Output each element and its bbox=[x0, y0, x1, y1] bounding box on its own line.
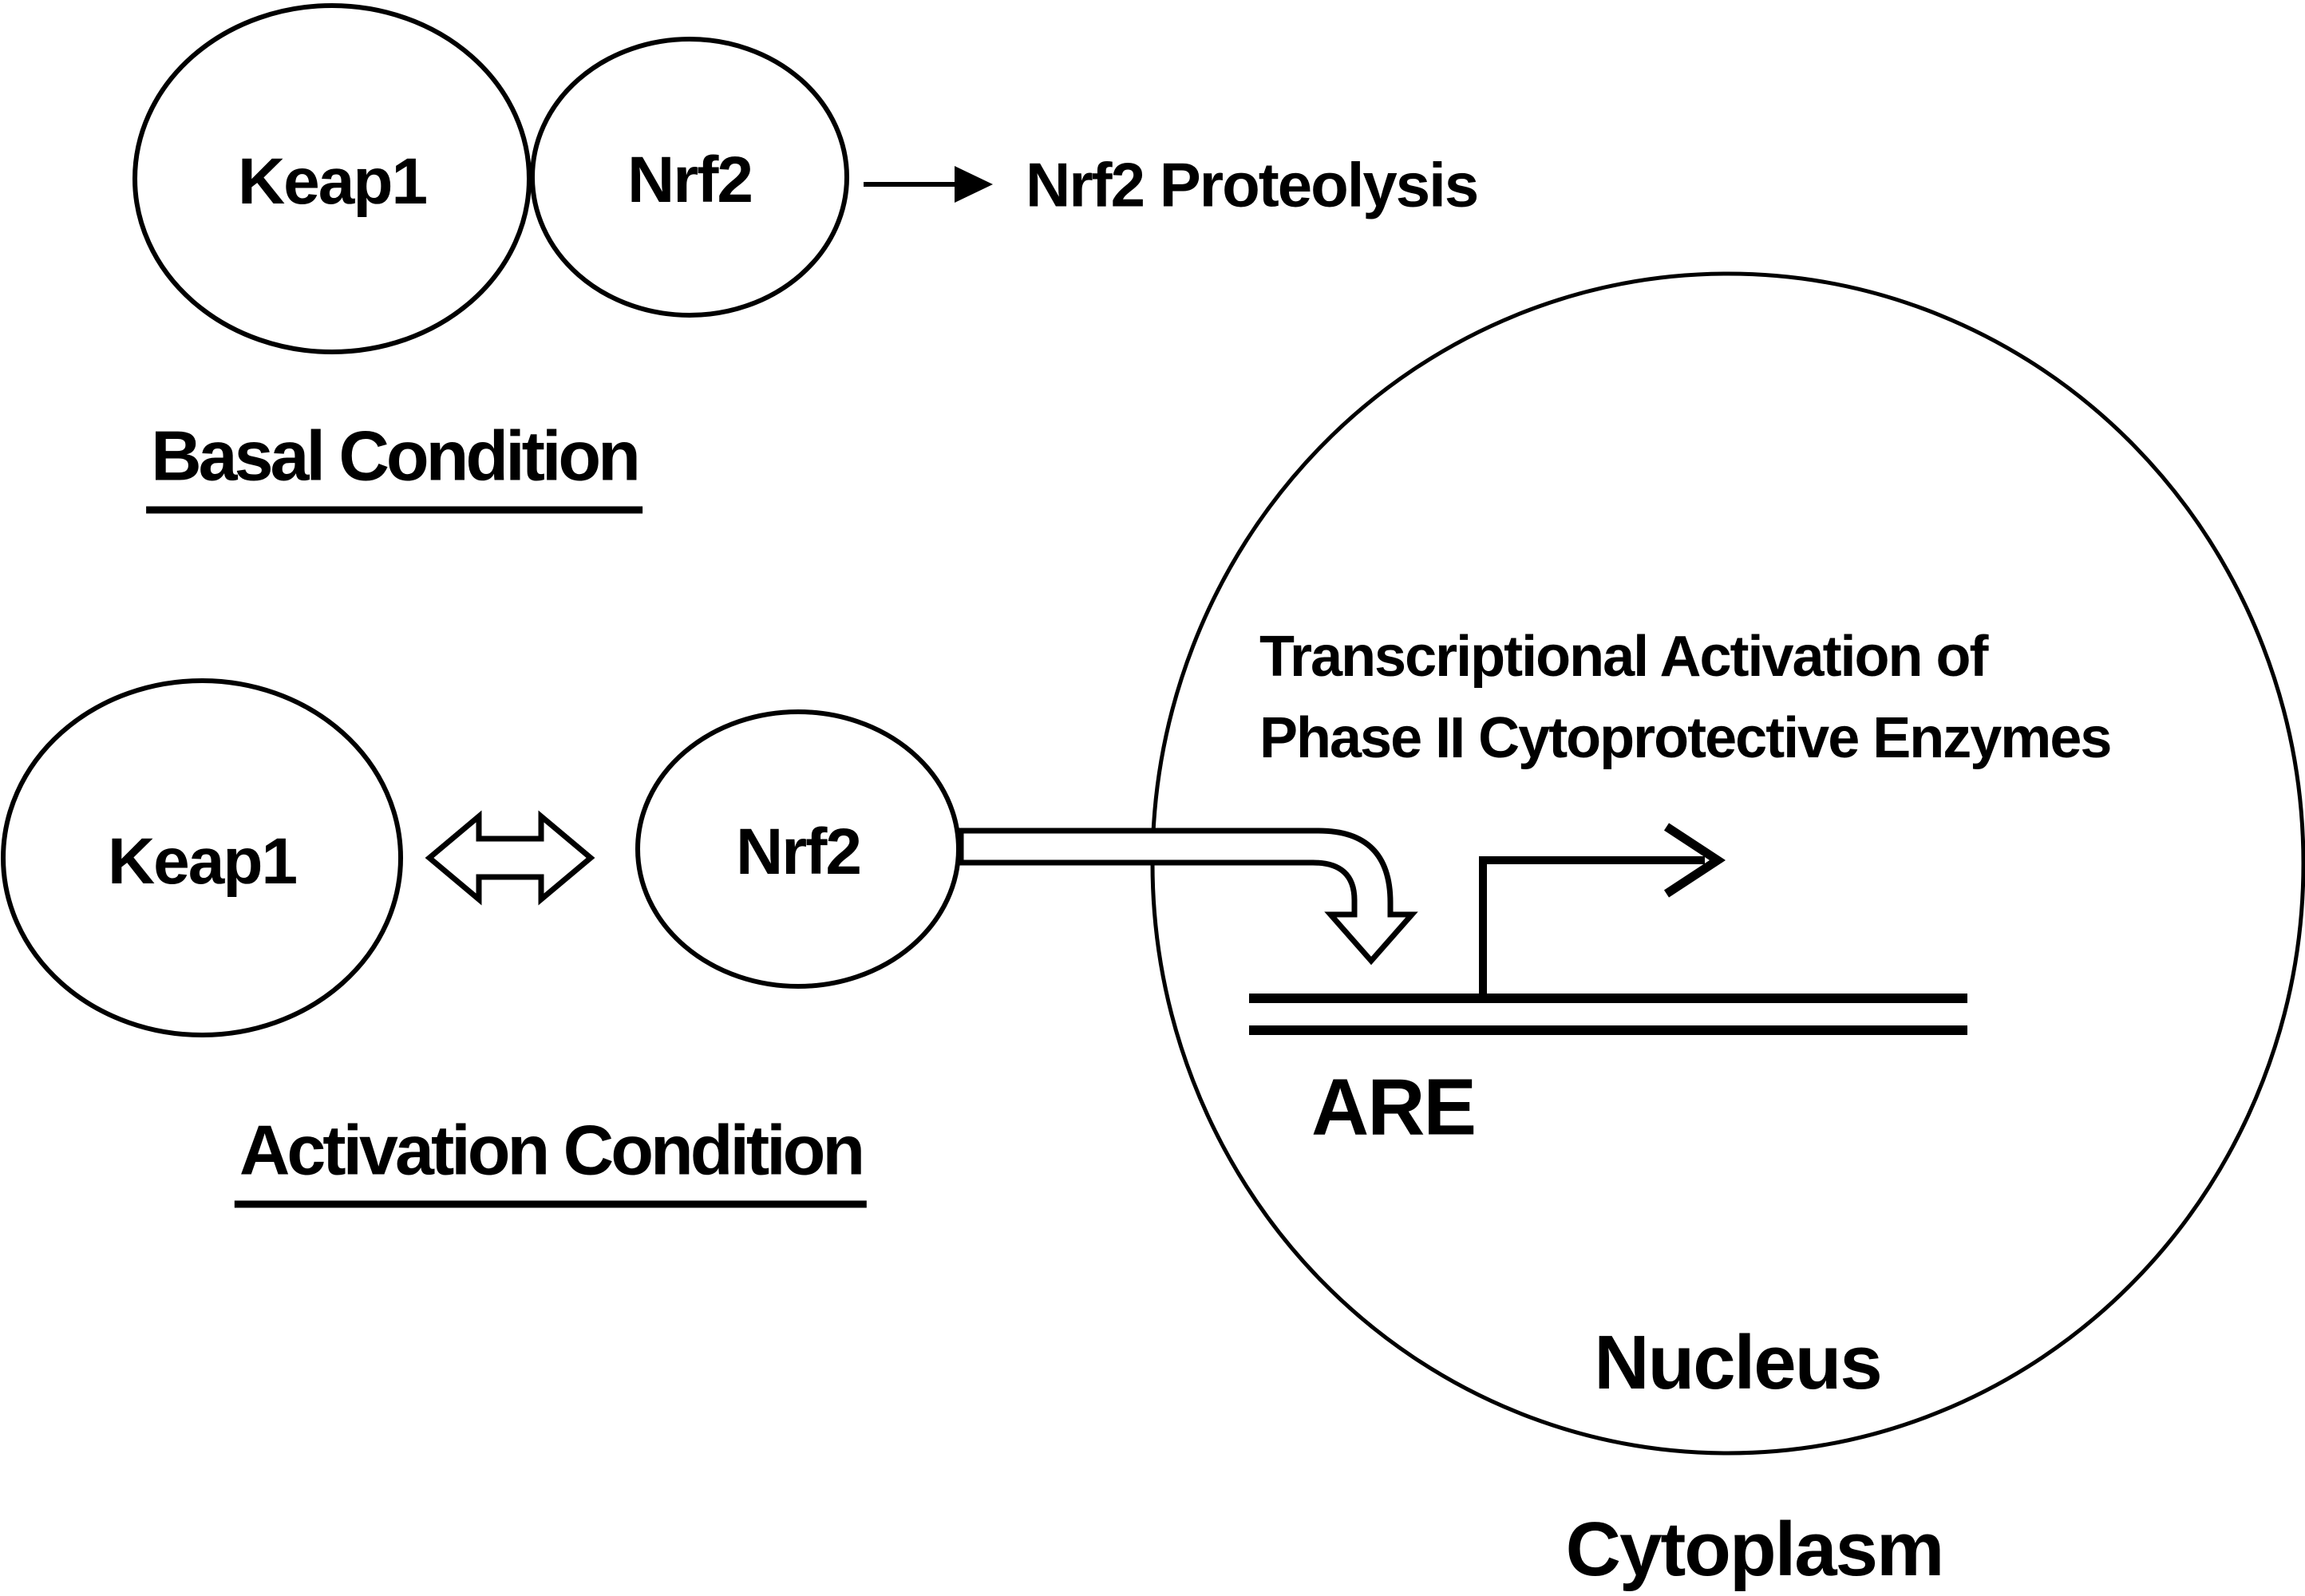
nrf2-basal-circle bbox=[530, 37, 849, 318]
nrf2-basal-label: Nrf2 bbox=[627, 144, 753, 216]
keap1-basal-label: Keap1 bbox=[237, 145, 428, 218]
keap1-activation-circle bbox=[1, 678, 403, 1037]
nucleus-label: Nucleus bbox=[1594, 1320, 1882, 1405]
transcription-start-arrow-icon bbox=[1479, 823, 1726, 998]
cytoplasm-label: Cytoplasm bbox=[1565, 1507, 1945, 1592]
nuclear-import-arrow-icon bbox=[958, 828, 1418, 966]
bidirectional-arrow-icon bbox=[425, 810, 595, 906]
nrf2-activation-label: Nrf2 bbox=[735, 816, 862, 888]
are-label: ARE bbox=[1311, 1062, 1477, 1152]
transcription-heading-line2: Phase II Cytoprotective Enzymes bbox=[1259, 706, 2112, 770]
transcription-arrow-bend bbox=[1479, 856, 1705, 998]
proteolysis-arrow-head bbox=[955, 166, 993, 203]
proteolysis-label: Nrf2 Proteolysis bbox=[1026, 149, 1479, 220]
keap1-activation-label: Keap1 bbox=[107, 825, 298, 898]
basal-condition-caption: Basal Condition bbox=[146, 416, 642, 514]
keap1-basal-circle bbox=[132, 3, 532, 354]
transcription-arrow-head bbox=[1663, 823, 1726, 898]
proteolysis-arrow-icon bbox=[864, 166, 993, 203]
transcription-heading-line1: Transcriptional Activation of bbox=[1259, 625, 1988, 689]
activation-condition-caption: Activation Condition bbox=[234, 1110, 868, 1208]
